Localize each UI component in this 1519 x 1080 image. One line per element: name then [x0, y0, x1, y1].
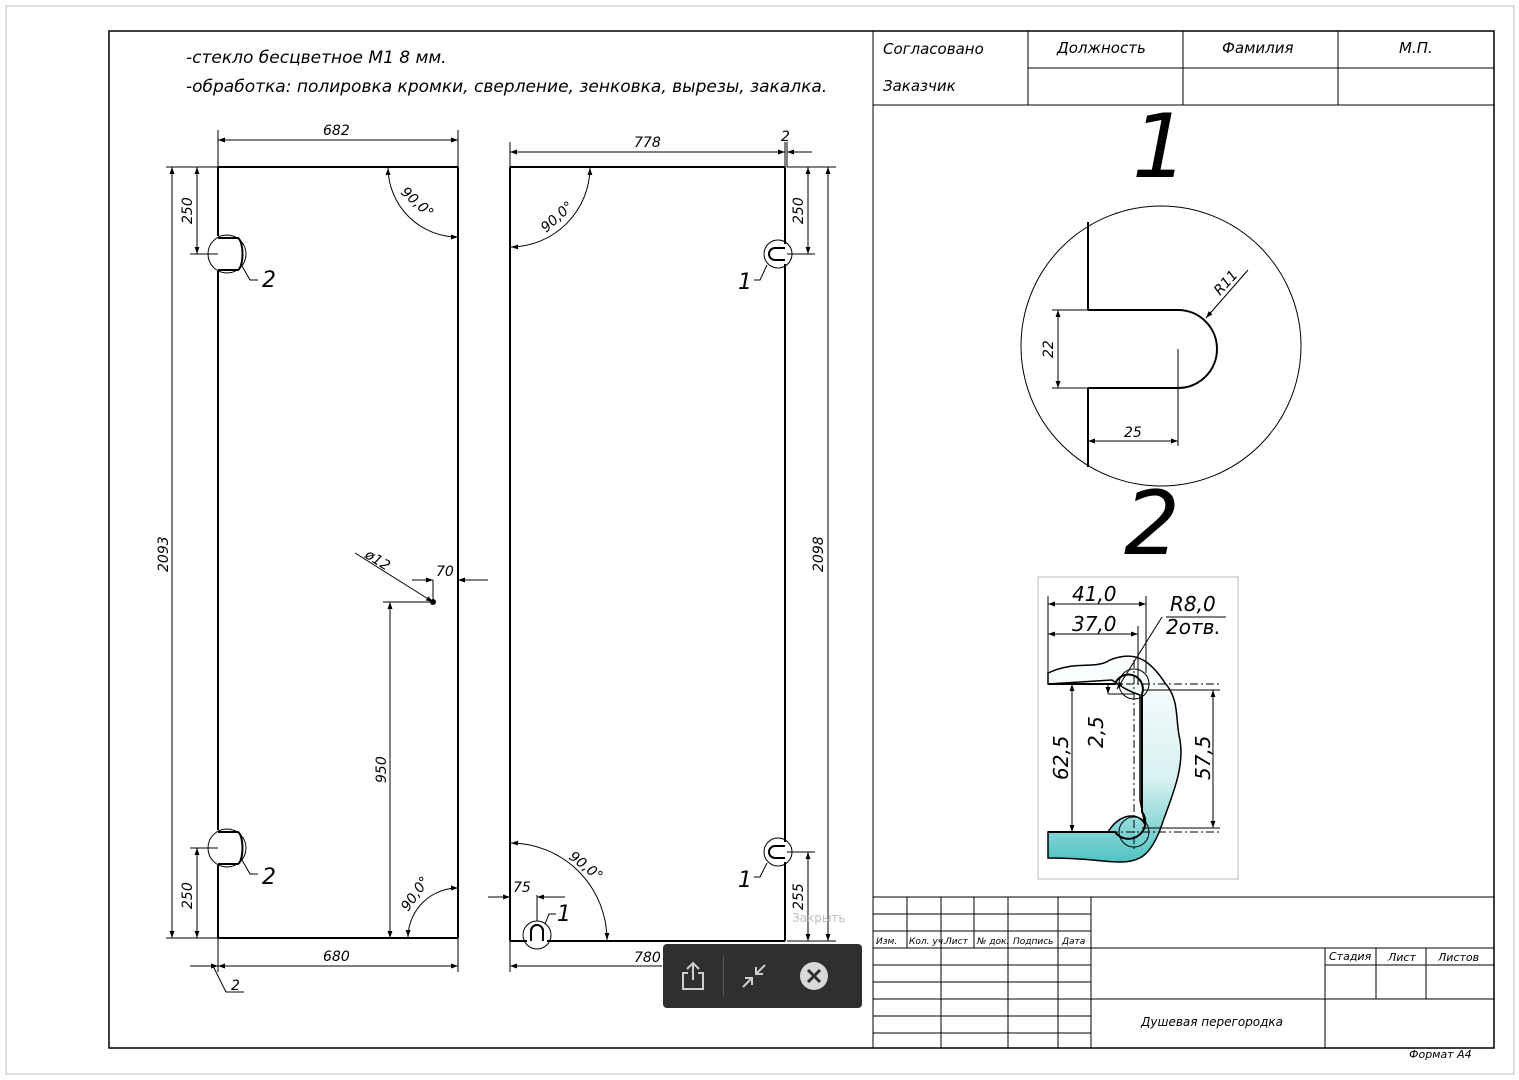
- dim-hole-edge: 70: [436, 564, 454, 580]
- tb-list: Лист: [944, 937, 969, 947]
- share-button[interactable]: [663, 944, 723, 1008]
- detail-2-height-2: 2,5: [1084, 716, 1108, 748]
- minimize-icon: [742, 964, 766, 988]
- detail-1: 1 R11 22 25 2: [1020, 95, 1302, 575]
- detail-1-depth: 22: [1041, 340, 1057, 358]
- tb-date: Дата: [1061, 937, 1085, 947]
- dim-right-bottom-width: 780: [634, 950, 661, 966]
- callout-right-top: 1: [738, 270, 752, 295]
- tb-izm: Изм.: [876, 937, 897, 947]
- note-processing: -обработка: полировка кромки, сверление,…: [186, 77, 827, 97]
- detail-2-holes: 2отв.: [1166, 615, 1221, 639]
- detail-2-width-2: 37,0: [1072, 612, 1117, 636]
- detail-2-title: 2: [1124, 472, 1180, 575]
- close-button[interactable]: [784, 944, 844, 1008]
- tb-name: Душевая перегородка: [1140, 1015, 1283, 1029]
- dim-left-top-width: 682: [323, 123, 350, 139]
- panel-right: 1 1 1 778 2 780 2098 250 255 90,0°: [488, 129, 836, 972]
- minimize-button[interactable]: [724, 944, 784, 1008]
- detail-1-radius: R11: [1211, 267, 1241, 298]
- note-glass: -стекло бесцветное М1 8 мм.: [186, 48, 447, 68]
- detail-2-profile: 41,0 37,0 R8,0 2отв. 62,5 2,5 57,5: [1037, 576, 1239, 880]
- dim-right-angle-top: 90,0°: [538, 199, 577, 236]
- dim-right-bottom-cut-offset: 75: [513, 880, 531, 896]
- dim-hole-height: 950: [374, 756, 390, 783]
- detail-1-length: 25: [1124, 425, 1142, 441]
- approval-surname: Фамилия: [1222, 39, 1294, 57]
- callout-left-bottom: 2: [262, 865, 276, 890]
- dim-left-angle-top: 90,0°: [397, 184, 436, 221]
- detail-2-height-1: 62,5: [1049, 735, 1073, 780]
- approval-table: Согласовано Должность Фамилия М.П. Заказ…: [872, 31, 1494, 106]
- dim-left-offset: 2: [231, 978, 240, 994]
- dim-left-cut-top: 250: [180, 197, 196, 224]
- dim-left-height: 2093: [156, 536, 172, 572]
- tb-kol: Кол. уч.: [909, 937, 946, 947]
- callout-right-bottom: 1: [557, 902, 571, 927]
- dim-left-cut-bottom: 250: [180, 882, 196, 909]
- approval-position: Должность: [1056, 39, 1146, 57]
- dim-left-angle-bottom: 90,0°: [398, 874, 433, 914]
- panel-left: 2 2 682 680 2 2093 250 250 90,0°: [156, 123, 488, 994]
- approval-stamp: М.П.: [1399, 39, 1433, 57]
- close-icon: [800, 962, 828, 990]
- close-tooltip: Закрыть: [792, 911, 846, 925]
- callout-left-top: 2: [262, 268, 276, 293]
- approval-customer: Заказчик: [883, 77, 956, 95]
- dim-hole-diameter: ø12: [361, 546, 393, 574]
- sheet-frame: [108, 30, 1495, 1049]
- sheet-outer-border: [5, 5, 1515, 1075]
- dim-right-height: 2098: [811, 536, 827, 572]
- detail-2-radius: R8,0: [1170, 592, 1216, 616]
- tb-sheet: Лист: [1387, 951, 1416, 964]
- detail-1-title: 1: [1132, 95, 1188, 198]
- share-icon: [682, 961, 704, 990]
- toolbar-separator: [723, 956, 724, 996]
- dim-right-top-offset: 2: [781, 129, 790, 145]
- format-label: Формат А4: [1409, 1048, 1472, 1061]
- dim-right-top-width: 778: [634, 135, 661, 151]
- viewer-toolbar: [663, 944, 862, 1008]
- title-block: Изм. Кол. уч. Лист № док. Подпись Дата С…: [873, 896, 1494, 1048]
- dim-right-cut-top: 250: [791, 197, 807, 224]
- detail-2-height-3: 57,5: [1191, 735, 1215, 780]
- dim-left-bottom-width: 680: [323, 949, 350, 965]
- approval-agreed: Согласовано: [883, 40, 984, 58]
- detail-2-width-1: 41,0: [1072, 582, 1117, 606]
- tb-ndoc: № док.: [976, 937, 1009, 947]
- tb-sheets: Листов: [1437, 951, 1479, 964]
- tb-sign: Подпись: [1013, 937, 1053, 947]
- tb-stage: Стадия: [1329, 950, 1372, 963]
- dim-right-cut-bottom: 255: [791, 883, 807, 910]
- callout-right-mid: 1: [738, 868, 752, 893]
